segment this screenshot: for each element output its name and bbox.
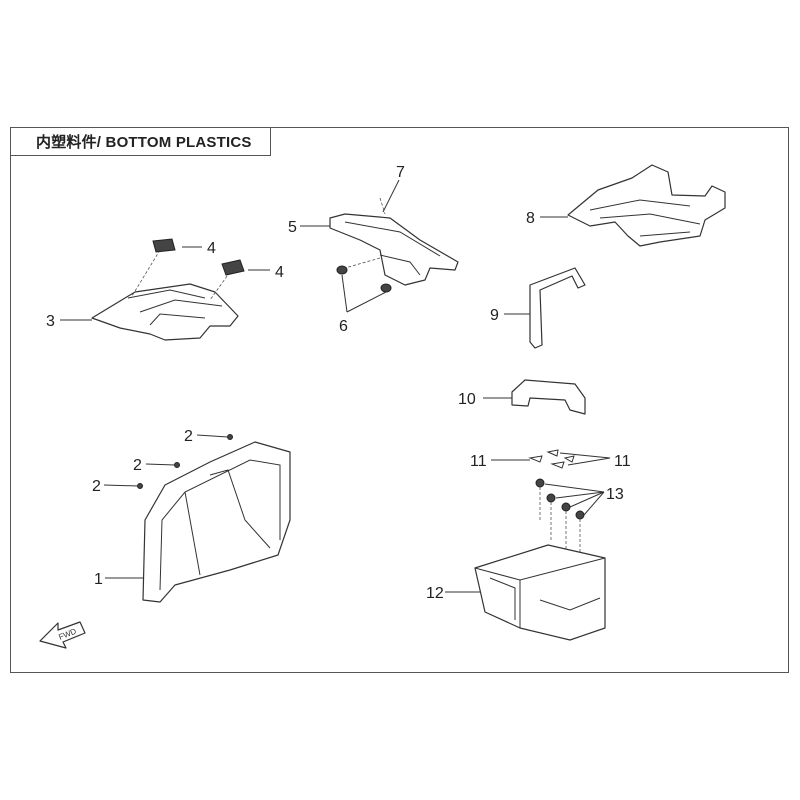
fwd-arrow-icon: FWD xyxy=(39,621,86,649)
callout-10: 10 xyxy=(458,391,476,408)
callout-4a: 4 xyxy=(207,240,216,257)
callout-2b: 2 xyxy=(133,457,142,474)
part-3-lower-cover xyxy=(91,249,239,341)
part-13-bolts xyxy=(535,478,585,560)
callout-7: 7 xyxy=(396,164,405,181)
callout-4b: 4 xyxy=(275,264,284,281)
part-11-clips xyxy=(528,449,575,469)
part-6-nut-a xyxy=(336,265,348,275)
part-6-nut-b xyxy=(380,283,392,293)
callout-13: 13 xyxy=(606,486,624,503)
callout-8: 8 xyxy=(526,210,535,227)
part-5-center-bracket xyxy=(329,197,459,286)
part-1-side-panel xyxy=(142,441,291,603)
callout-6: 6 xyxy=(339,318,348,335)
callout-11a: 11 xyxy=(470,453,487,470)
callout-2a: 2 xyxy=(184,428,193,445)
callout-2c: 2 xyxy=(92,478,101,495)
callout-9: 9 xyxy=(490,307,499,324)
callout-1: 1 xyxy=(94,571,103,588)
leader-lines xyxy=(60,179,611,593)
callout-5: 5 xyxy=(288,219,297,236)
part-12-battery-box xyxy=(474,544,606,641)
diagram-title: 内塑料件/ BOTTOM PLASTICS xyxy=(10,127,271,156)
callout-3: 3 xyxy=(46,313,55,330)
callout-12: 12 xyxy=(426,585,444,602)
part-4-clip-b xyxy=(221,259,245,276)
diagram-frame xyxy=(10,127,789,673)
part-4-clip-a xyxy=(152,238,176,253)
callout-11b: 11 xyxy=(614,453,631,470)
part-9-strap xyxy=(529,267,586,349)
part-8-top-cover xyxy=(567,164,726,247)
part-10-bracket xyxy=(511,379,586,415)
